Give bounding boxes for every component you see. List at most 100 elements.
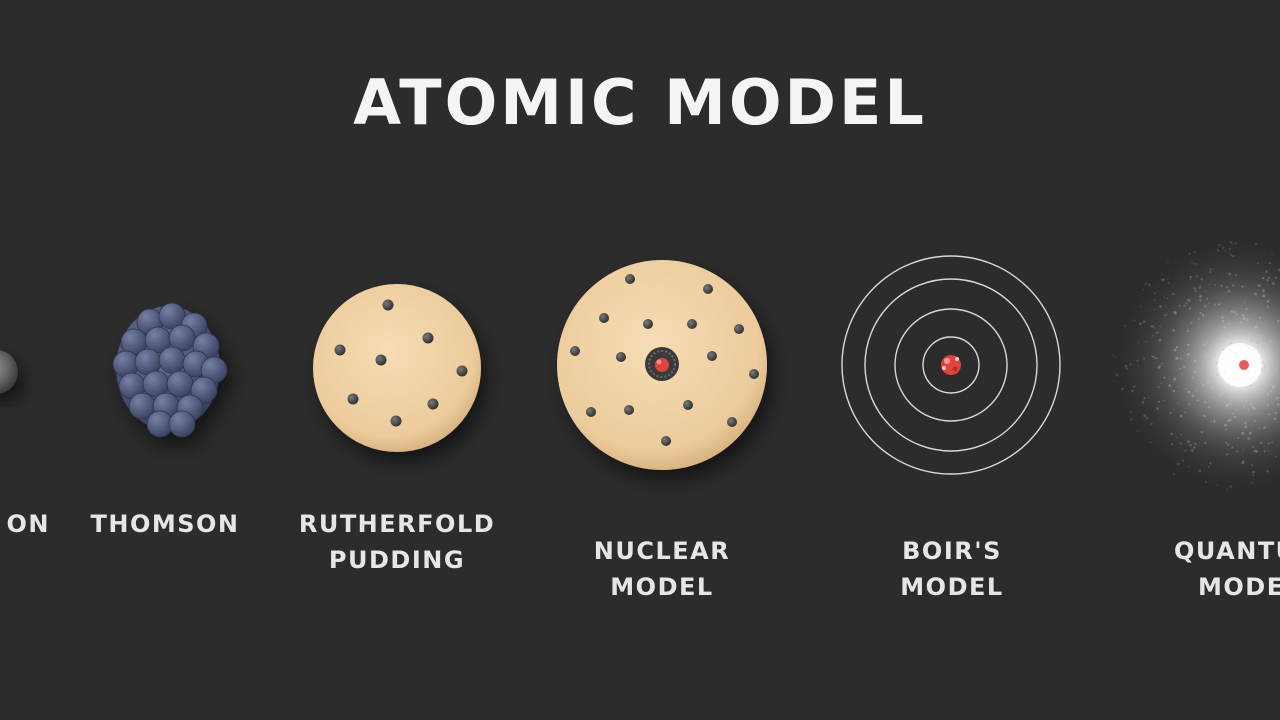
- cloud-speck: [1114, 356, 1117, 358]
- thomson-bead: [190, 376, 218, 404]
- cloud-speck: [1274, 359, 1277, 362]
- cloud-speck: [1229, 254, 1232, 256]
- cloud-speck: [1264, 370, 1266, 372]
- cloud-speck: [1231, 412, 1234, 415]
- electron-dot: [456, 365, 468, 377]
- cloud-speck: [1242, 314, 1245, 317]
- cloud-speck: [1193, 251, 1196, 254]
- cloud-speck: [1265, 270, 1268, 273]
- cloud-speck: [1112, 379, 1115, 382]
- cloud-speck: [1266, 392, 1270, 396]
- cloud-speck: [1209, 268, 1212, 271]
- cloud-speck: [1226, 404, 1229, 408]
- cloud-speck: [1158, 304, 1162, 308]
- cloud-speck: [1179, 367, 1181, 370]
- cloud-speck: [1125, 367, 1129, 371]
- cloud-speck: [1175, 356, 1179, 360]
- cloud-speck: [1241, 431, 1245, 435]
- cloud-speck: [1244, 425, 1248, 429]
- cloud-speck: [1201, 313, 1205, 317]
- cloud-speck: [1213, 339, 1216, 342]
- cloud-speck: [1255, 449, 1258, 453]
- cloud-speck: [1183, 304, 1186, 307]
- cloud-speck: [1260, 441, 1263, 444]
- electron-dot: [382, 299, 394, 311]
- cloud-speck: [1187, 298, 1191, 302]
- cloud-speck: [1121, 387, 1124, 391]
- cloud-speck: [1264, 343, 1267, 346]
- cloud-speck: [1179, 442, 1182, 445]
- cloud-speck: [1257, 284, 1261, 288]
- cloud-speck: [1243, 405, 1246, 408]
- cloud-speck: [1158, 365, 1162, 368]
- cloud-speck: [1254, 420, 1257, 422]
- cloud-speck: [1221, 334, 1225, 338]
- electron-dot: [570, 346, 580, 356]
- cloud-speck: [1272, 282, 1275, 285]
- cloud-speck: [1266, 469, 1270, 473]
- cloud-speck: [1160, 382, 1162, 384]
- cloud-speck: [1158, 338, 1162, 342]
- cloud-speck: [1152, 355, 1155, 359]
- cloud-speck: [1176, 437, 1178, 439]
- cloud-speck: [1229, 399, 1233, 402]
- cloud-speck: [1250, 463, 1253, 467]
- cloud-speck: [1138, 322, 1142, 326]
- cloud-speck: [1277, 319, 1280, 323]
- cloud-speck: [1262, 390, 1266, 393]
- cloud-speck: [1271, 253, 1273, 255]
- cloud-speck: [1221, 319, 1225, 323]
- cloud-speck: [1266, 304, 1269, 307]
- cloud-speck: [1190, 448, 1194, 452]
- electron-dot: [749, 369, 759, 379]
- cloud-speck: [1212, 419, 1216, 423]
- electron-dot: [625, 274, 635, 284]
- cloud-speck: [1159, 325, 1161, 327]
- cloud-speck: [1229, 485, 1233, 488]
- electron-dot: [586, 407, 596, 417]
- cloud-speck: [1228, 247, 1232, 250]
- cloud-speck: [1196, 399, 1199, 402]
- cloud-speck: [1191, 261, 1193, 263]
- cloud-speck: [1200, 430, 1203, 434]
- cloud-speck: [1250, 338, 1254, 342]
- cloud-speck: [1231, 242, 1233, 245]
- cloud-speck: [1268, 261, 1272, 265]
- cloud-speck: [1261, 333, 1264, 336]
- cloud-speck: [1188, 402, 1191, 404]
- cloud-speck: [1177, 402, 1179, 404]
- quantum-electron-cloud: [1110, 235, 1280, 495]
- cloud-speck: [1244, 301, 1246, 303]
- electron-dot: [661, 436, 671, 446]
- cloud-speck: [1245, 307, 1248, 310]
- cloud-speck: [1124, 364, 1128, 368]
- cloud-speck: [1189, 443, 1192, 447]
- cloud-speck: [1151, 355, 1153, 358]
- cloud-speck: [1268, 413, 1270, 416]
- cloud-speck: [1203, 343, 1206, 346]
- cloud-speck: [1149, 441, 1152, 444]
- cloud-speck: [1224, 249, 1226, 252]
- cloud-speck: [1184, 411, 1186, 414]
- cloud-speck: [1215, 361, 1218, 364]
- cloud-speck: [1136, 359, 1139, 362]
- cloud-speck: [1204, 415, 1206, 418]
- cloud-speck: [1185, 302, 1188, 305]
- bohr-nucleus-icon: [941, 355, 961, 375]
- cloud-speck: [1143, 397, 1146, 400]
- cloud-speck: [1270, 390, 1273, 393]
- cloud-speck: [1199, 285, 1201, 287]
- cloud-speck: [1131, 389, 1134, 393]
- cloud-speck: [1253, 331, 1255, 333]
- electron-dot: [616, 352, 626, 362]
- cloud-speck: [1246, 318, 1249, 322]
- cloud-speck: [1164, 314, 1167, 317]
- cloud-speck: [1227, 322, 1231, 326]
- cloud-speck: [1235, 408, 1237, 411]
- cloud-speck: [1208, 302, 1210, 304]
- cloud-speck: [1197, 317, 1200, 320]
- cloud-speck: [1271, 441, 1273, 444]
- cloud-speck: [1161, 362, 1163, 365]
- cloud-speck: [1173, 473, 1176, 476]
- cloud-speck: [1234, 242, 1237, 245]
